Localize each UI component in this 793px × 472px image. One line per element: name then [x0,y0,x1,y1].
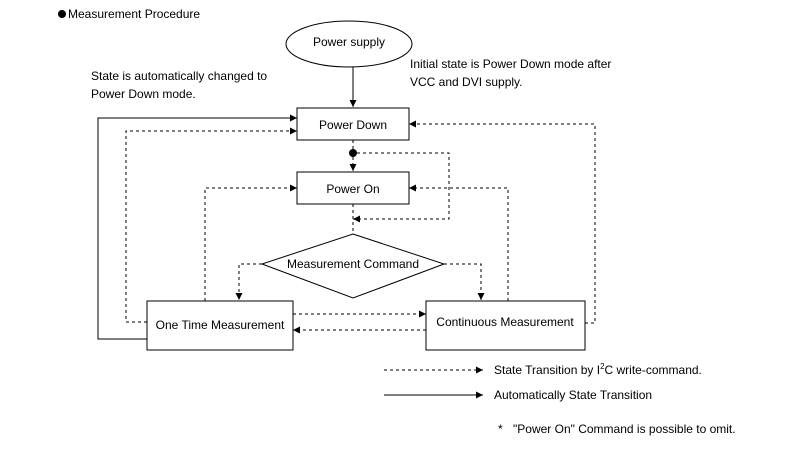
power-on-label: Power On [326,182,379,196]
initial-note-line1: Initial state is Power Down mode after [410,57,611,71]
power-supply-label: Power supply [313,35,385,49]
continuous-measurement-box [425,300,586,351]
power-supply-ellipse [285,20,413,68]
dashed-continuous-to-powerdown [409,120,596,324]
auto-note-line2: Power Down mode. [91,87,196,101]
solid-onetime-to-powerdown [97,114,297,340]
junction-dot [349,149,357,157]
dashed-command-to-onetime [235,263,262,300]
footnote-marker: * [498,422,503,436]
dashed-onetime-to-poweron [204,184,297,301]
dashed-continuous-to-poweron [409,184,509,301]
bullet-icon [58,10,66,18]
dashed-command-to-continuous [444,263,485,300]
one-time-measurement-label: One Time Measurement [156,318,285,332]
legend-dashed-label: State Transition by I2C write-command. [494,362,702,377]
legend-solid-label: Automatically State Transition [494,388,652,402]
auto-note-line1: State is automatically changed to [91,69,267,83]
power-down-label: Power Down [319,118,387,132]
dashed-onetime-to-powerdown [125,127,297,323]
power-down-box [296,107,410,141]
footnote-text: "Power On" Command is possible to omit. [513,422,736,436]
dashed-bypass-loop [353,152,450,223]
one-time-measurement-box [146,300,294,351]
initial-note-line2: VCC and DVI supply. [410,75,523,89]
heading-title: Measurement Procedure [68,7,200,21]
measurement-command-label: Measurement Command [287,257,419,271]
continuous-measurement-label: Continuous Measurement [436,315,574,329]
measurement-command-diamond [260,233,446,299]
